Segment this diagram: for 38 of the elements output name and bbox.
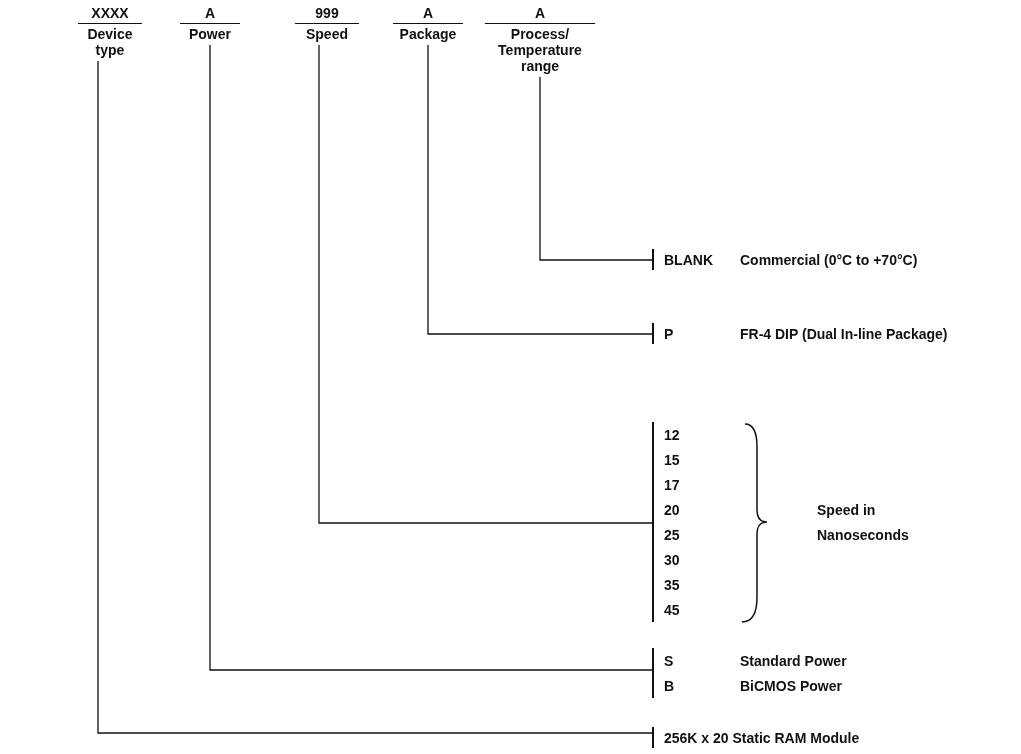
field-name: Device type: [86, 26, 134, 58]
option-description: Commercial (0°C to +70°C): [740, 251, 918, 268]
code-field: A: [180, 5, 240, 24]
field-name: Power: [188, 26, 232, 42]
option-code: B: [664, 677, 676, 694]
code-field-header: [78, 5, 142, 58]
code-field-header: [485, 5, 595, 74]
option-code: P: [664, 325, 675, 342]
field-name: Speed: [305, 26, 349, 42]
option-code: 35: [664, 576, 680, 593]
group-caption: Speed in Nanoseconds: [817, 501, 910, 545]
code-field-header: [180, 5, 240, 42]
option-code: 12: [664, 426, 680, 443]
option-description: Standard Power: [740, 652, 847, 669]
option-code: S: [664, 652, 675, 669]
connector-line: [97, 60, 653, 734]
option-description: FR-4 DIP (Dual In-line Package): [740, 325, 948, 342]
option-code: 15: [664, 451, 680, 468]
code-field: A: [485, 5, 595, 24]
code-field: 999: [295, 5, 359, 24]
option-code: 30: [664, 551, 680, 568]
option-code: 45: [664, 601, 680, 618]
option-description: BiCMOS Power: [740, 677, 842, 694]
option-code: 20: [664, 501, 680, 518]
connector-line: [539, 76, 653, 261]
connector-line: [209, 44, 653, 671]
field-name: Process/ Temperature range: [497, 26, 583, 74]
option-code: BLANK: [664, 251, 714, 268]
option-code: 25: [664, 526, 680, 543]
connector-line: [427, 44, 653, 335]
option-code: 17: [664, 476, 680, 493]
code-field-header: [393, 5, 463, 42]
field-name: Package: [398, 26, 458, 42]
code-field: A: [393, 5, 463, 24]
code-field-header: [295, 5, 359, 42]
option-description: 256K x 20 Static RAM Module: [664, 729, 860, 746]
connector-line: [318, 44, 653, 524]
code-field: XXXX: [78, 5, 142, 24]
